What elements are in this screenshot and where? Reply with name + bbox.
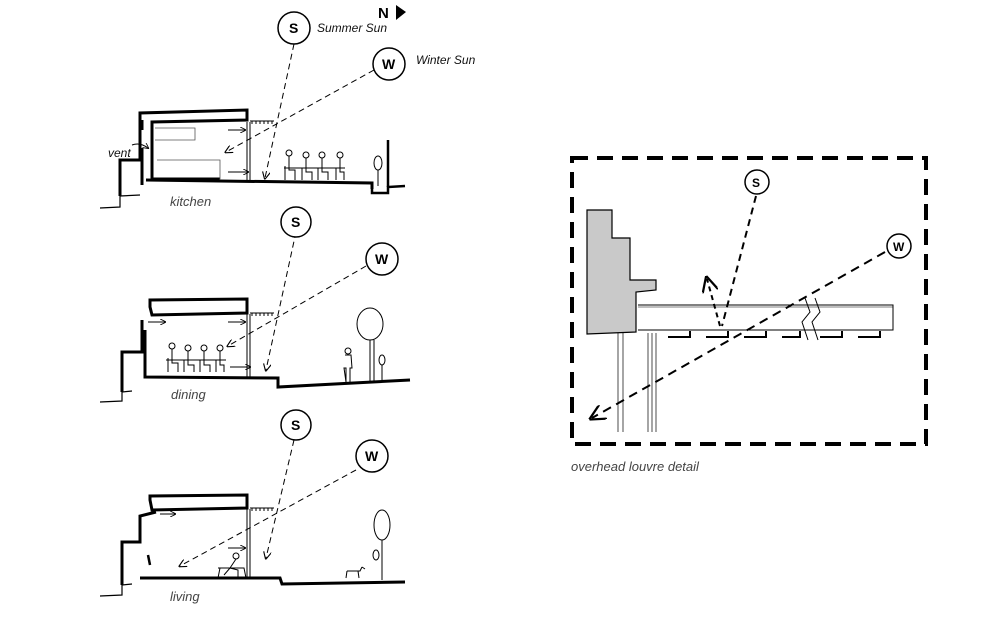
standing-person-icon [343, 347, 353, 383]
winter-sun-ray [228, 265, 367, 346]
tree-icon [373, 155, 383, 186]
section-label-living: living [170, 589, 200, 604]
ground-line [99, 390, 133, 403]
break-line [801, 297, 821, 341]
glazing [246, 509, 251, 578]
roof-slab [148, 493, 249, 512]
svg-text:W: W [365, 448, 379, 464]
winter-sun-icon: W [365, 242, 399, 276]
building-outline [120, 320, 144, 392]
canopy-beam [638, 304, 894, 331]
winter-sun-icon: W [886, 233, 912, 259]
winter-sun-icon: W [355, 439, 389, 473]
summer-sun-ray [721, 195, 757, 327]
svg-text:W: W [893, 240, 905, 254]
section-label-kitchen: kitchen [170, 194, 211, 209]
glazing [246, 314, 251, 377]
section-dining: dining [99, 231, 411, 403]
summer-sun-ray [266, 439, 295, 558]
floor-slab [145, 178, 374, 189]
summer-sun-label: Summer Sun [317, 21, 387, 35]
tree-icon [356, 307, 386, 382]
wall-section [586, 209, 657, 335]
sun-markers: S W S W [280, 206, 399, 473]
dining-figures [166, 342, 226, 372]
svg-text:S: S [289, 20, 298, 36]
glazing [246, 122, 251, 180]
ground-line [370, 184, 406, 195]
winter-sun-label: Winter Sun [416, 53, 476, 67]
winter-sun-icon: W [372, 47, 406, 81]
floor-slab [143, 330, 411, 389]
seated-figures [217, 552, 247, 579]
detail-frame [570, 156, 928, 446]
louvre-blades [668, 331, 881, 338]
section-living: living [99, 439, 406, 604]
floor-slab [140, 576, 406, 586]
reflected-ray [707, 279, 721, 327]
kitchen-joinery [155, 127, 221, 180]
ground-line [99, 194, 141, 209]
svg-text:S: S [291, 417, 300, 433]
ground-line [99, 583, 133, 597]
louvre-canopy [250, 507, 274, 511]
dog-icon [345, 566, 366, 579]
svg-text:S: S [291, 214, 300, 230]
sconce [146, 554, 152, 566]
winter-sun-ray [592, 251, 886, 418]
dining-figures [284, 149, 345, 180]
building-outline [118, 108, 249, 196]
summer-sun-icon: S [280, 409, 312, 441]
louvre-canopy [250, 120, 274, 124]
north-indicator: N [378, 5, 406, 22]
vent-arrow [131, 144, 148, 148]
section-label-dining: dining [171, 387, 206, 402]
summer-sun-ray [265, 43, 295, 178]
tree-icon [372, 509, 391, 580]
louvre-canopy [250, 312, 274, 316]
summer-sun-icon: S [277, 11, 311, 45]
summer-sun-icon: S [744, 169, 770, 195]
detail-caption: overhead louvre detail [571, 459, 700, 474]
summer-sun-ray [266, 231, 297, 370]
north-label: N [378, 5, 389, 22]
building-outline [120, 510, 157, 585]
summer-sun-icon: S [280, 206, 312, 238]
louvre-detail: S W overhead louvre detail [570, 156, 928, 474]
legend: S Summer Sun W Winter Sun [277, 11, 476, 81]
section-kitchen: vent kitchen [99, 43, 406, 209]
post-lines [617, 333, 657, 432]
winter-sun-ray [226, 69, 375, 152]
svg-text:W: W [375, 251, 389, 267]
svg-text:W: W [382, 56, 396, 72]
winter-sun-ray [180, 469, 357, 566]
vent-label: vent [108, 146, 131, 160]
svg-text:S: S [752, 176, 760, 190]
north-arrow-icon [396, 5, 406, 20]
roof-slab [148, 297, 249, 317]
